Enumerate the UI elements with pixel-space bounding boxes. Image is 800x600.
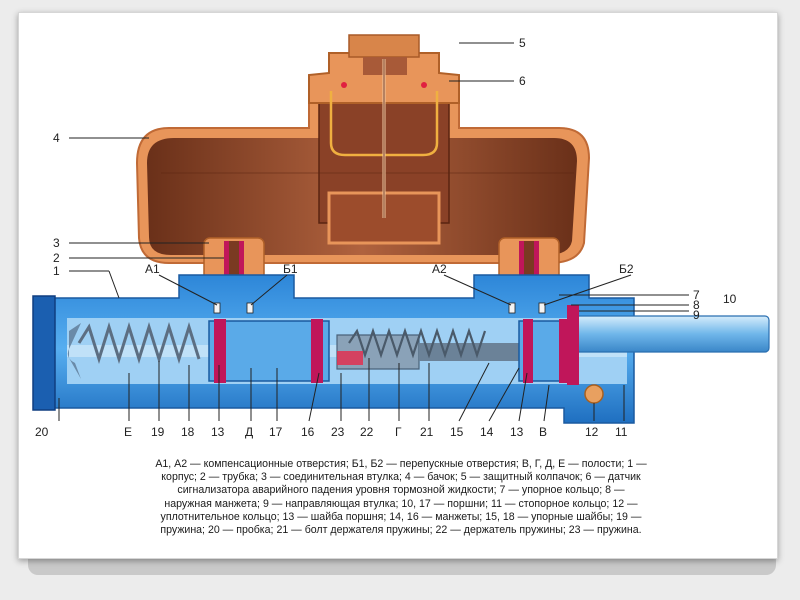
- sealing-ring-12: [584, 384, 604, 404]
- label-23: 23: [331, 425, 345, 439]
- leader-lines: [58, 42, 689, 422]
- piston-17: [208, 319, 330, 383]
- caption-line: наружная манжета; 9 — направляющая втулк…: [164, 497, 638, 510]
- label-21: 21: [420, 425, 434, 439]
- caption-line: пружина; 20 — пробка; 21 — болт держател…: [160, 524, 642, 537]
- master-cylinder-diagram: 5 6 4 3 2 1 А1 Б1 А2 Б2 7 8 9 10 20 Е 19…: [32, 34, 770, 439]
- label-d: Д: [245, 425, 253, 439]
- protective-cap: [308, 34, 460, 218]
- diagram-caption: А1, А2 — компенсационные отверстия; Б1, …: [41, 458, 761, 537]
- label-6: 6: [519, 74, 526, 88]
- label-b2: Б2: [619, 262, 634, 276]
- label-17: 17: [269, 425, 283, 439]
- spring-19: [67, 321, 201, 379]
- label-14: 14: [480, 425, 494, 439]
- label-a2: А2: [432, 262, 447, 276]
- label-12: 12: [585, 425, 599, 439]
- label-16: 16: [301, 425, 315, 439]
- label-19: 19: [151, 425, 165, 439]
- slide: 5 6 4 3 2 1 А1 Б1 А2 Б2 7 8 9 10 20 Е 19…: [18, 12, 778, 559]
- label-13-left: 13: [211, 425, 225, 439]
- label-e: Е: [124, 425, 132, 439]
- label-11: 11: [615, 425, 628, 439]
- label-20: 20: [35, 425, 49, 439]
- label-3: 3: [53, 236, 60, 250]
- connecting-bushing-right: [498, 237, 560, 284]
- label-2: 2: [53, 251, 60, 265]
- label-18: 18: [181, 425, 195, 439]
- label-5: 5: [519, 36, 526, 50]
- caption-line: уплотнительное кольцо; 13 — шайба поршня…: [160, 510, 642, 523]
- label-9: 9: [693, 308, 700, 322]
- label-10: 10: [723, 292, 737, 306]
- spring-holder-22: [336, 327, 519, 370]
- label-15: 15: [450, 425, 464, 439]
- label-1: 1: [53, 264, 60, 278]
- caption-line: сигнализатора аварийного падения уровня …: [177, 484, 625, 497]
- label-b1: Б1: [283, 262, 298, 276]
- label-g: Г: [395, 425, 402, 439]
- caption-line: А1, А2 — компенсационные отверстия; Б1, …: [155, 458, 647, 470]
- reservoir: [135, 97, 591, 264]
- piston-10: [518, 305, 770, 385]
- label-13-right: 13: [510, 425, 524, 439]
- label-4: 4: [53, 131, 60, 145]
- label-7: 7: [693, 288, 700, 302]
- port-markers: [213, 302, 546, 314]
- label-a1: А1: [145, 262, 160, 276]
- label-v: В: [539, 425, 547, 439]
- label-22: 22: [360, 425, 374, 439]
- caption-line: корпус; 2 — трубка; 3 — соединительная в…: [161, 471, 641, 484]
- label-8: 8: [693, 298, 700, 312]
